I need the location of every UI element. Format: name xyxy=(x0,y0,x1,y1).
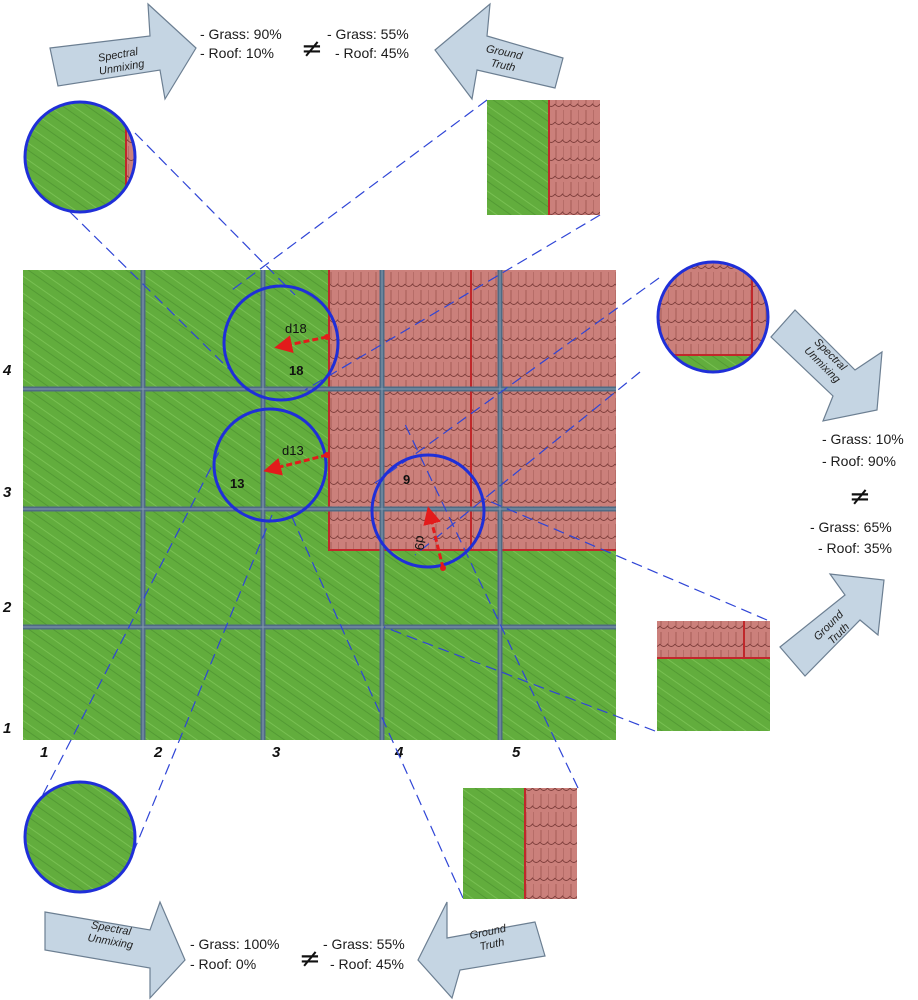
arrow-top-ground-truth: Ground Truth xyxy=(434,2,564,101)
distance-arrow-d13 xyxy=(263,453,328,476)
right-not-equal: ≠ xyxy=(849,482,871,512)
top-truth-grass: - Grass: 55% xyxy=(327,26,409,42)
col-label-2: 2 xyxy=(153,744,163,761)
bottom-truth-roof: - Roof: 45% xyxy=(330,956,404,972)
arrow-bottom-ground-truth: Ground Truth xyxy=(417,901,546,1000)
ground-scene xyxy=(23,270,616,740)
right-unmix-grass: - Grass: 10% xyxy=(822,431,904,447)
arrow-bottom-spectral-unmixing: Spectral Unmixing xyxy=(44,900,186,1000)
row-label-2: 2 xyxy=(2,599,12,616)
roof-area xyxy=(329,270,616,550)
arrow-right-ground-truth: Ground Truth xyxy=(779,573,885,677)
comparison-bottom: - Grass: 100% - Roof: 0% ≠ - Grass: 55% … xyxy=(190,936,405,974)
footprint-13: d13 13 xyxy=(212,407,330,523)
pixel-number-13: 13 xyxy=(230,476,244,491)
footprint-18: d18 18 xyxy=(222,284,340,402)
roof-edge xyxy=(328,270,616,551)
bottom-truth-grass: - Grass: 55% xyxy=(323,936,405,952)
row-labels: 4 3 2 1 xyxy=(2,362,12,737)
inset-square-bottom xyxy=(463,788,577,899)
pixel-number-18: 18 xyxy=(289,363,303,378)
row-label-4: 4 xyxy=(2,362,12,379)
svg-text:Ground Truth: Ground Truth xyxy=(469,922,513,955)
distance-label-d13: d13 xyxy=(282,443,304,458)
distance-label-d9: d9 xyxy=(412,534,429,551)
footprint-circle-9 xyxy=(370,453,486,569)
pixel-number-9: 9 xyxy=(403,472,410,487)
col-label-5: 5 xyxy=(512,744,521,761)
arrow-top-spectral-unmixing: Spectral Unmixing xyxy=(49,2,197,101)
inset-circle-right xyxy=(656,260,770,374)
comparison-right: - Grass: 10% - Roof: 90% ≠ - Grass: 65% … xyxy=(810,431,904,556)
inset-circle-top xyxy=(23,100,137,214)
right-truth-grass: - Grass: 65% xyxy=(810,519,892,535)
comparison-top: - Grass: 90% - Roof: 10% ≠ - Grass: 55% … xyxy=(200,26,409,64)
col-label-3: 3 xyxy=(272,744,281,761)
bottom-not-equal: ≠ xyxy=(299,944,321,974)
top-truth-roof: - Roof: 45% xyxy=(335,45,409,61)
footprint-circle-13 xyxy=(212,407,328,523)
column-labels: 1 2 3 4 5 xyxy=(40,744,521,761)
connector-lines xyxy=(34,99,768,899)
right-unmix-roof: - Roof: 90% xyxy=(822,453,896,469)
inset-circle-bottom xyxy=(23,780,137,894)
col-label-4: 4 xyxy=(394,744,404,761)
row-label-1: 1 xyxy=(3,720,11,737)
right-truth-roof: - Roof: 35% xyxy=(818,540,892,556)
svg-text:Ground Truth: Ground Truth xyxy=(482,43,526,76)
distance-label-d18: d18 xyxy=(285,321,307,336)
distance-arrow-d18 xyxy=(274,335,328,354)
top-unmix-roof: - Roof: 10% xyxy=(200,45,274,61)
col-label-1: 1 xyxy=(40,744,48,761)
row-label-3: 3 xyxy=(3,484,12,501)
footprint-9: d9 9 xyxy=(370,453,486,571)
inset-square-top xyxy=(487,100,600,215)
top-not-equal: ≠ xyxy=(301,34,323,64)
distance-arrow-d9 xyxy=(423,506,445,569)
inset-square-right xyxy=(657,621,770,731)
bottom-unmix-roof: - Roof: 0% xyxy=(190,956,256,972)
top-unmix-grass: - Grass: 90% xyxy=(200,26,282,42)
bottom-unmix-grass: - Grass: 100% xyxy=(190,936,279,952)
footprint-circle-18 xyxy=(222,284,340,402)
arrow-right-spectral-unmixing: Spectral Unmixing xyxy=(770,309,883,422)
